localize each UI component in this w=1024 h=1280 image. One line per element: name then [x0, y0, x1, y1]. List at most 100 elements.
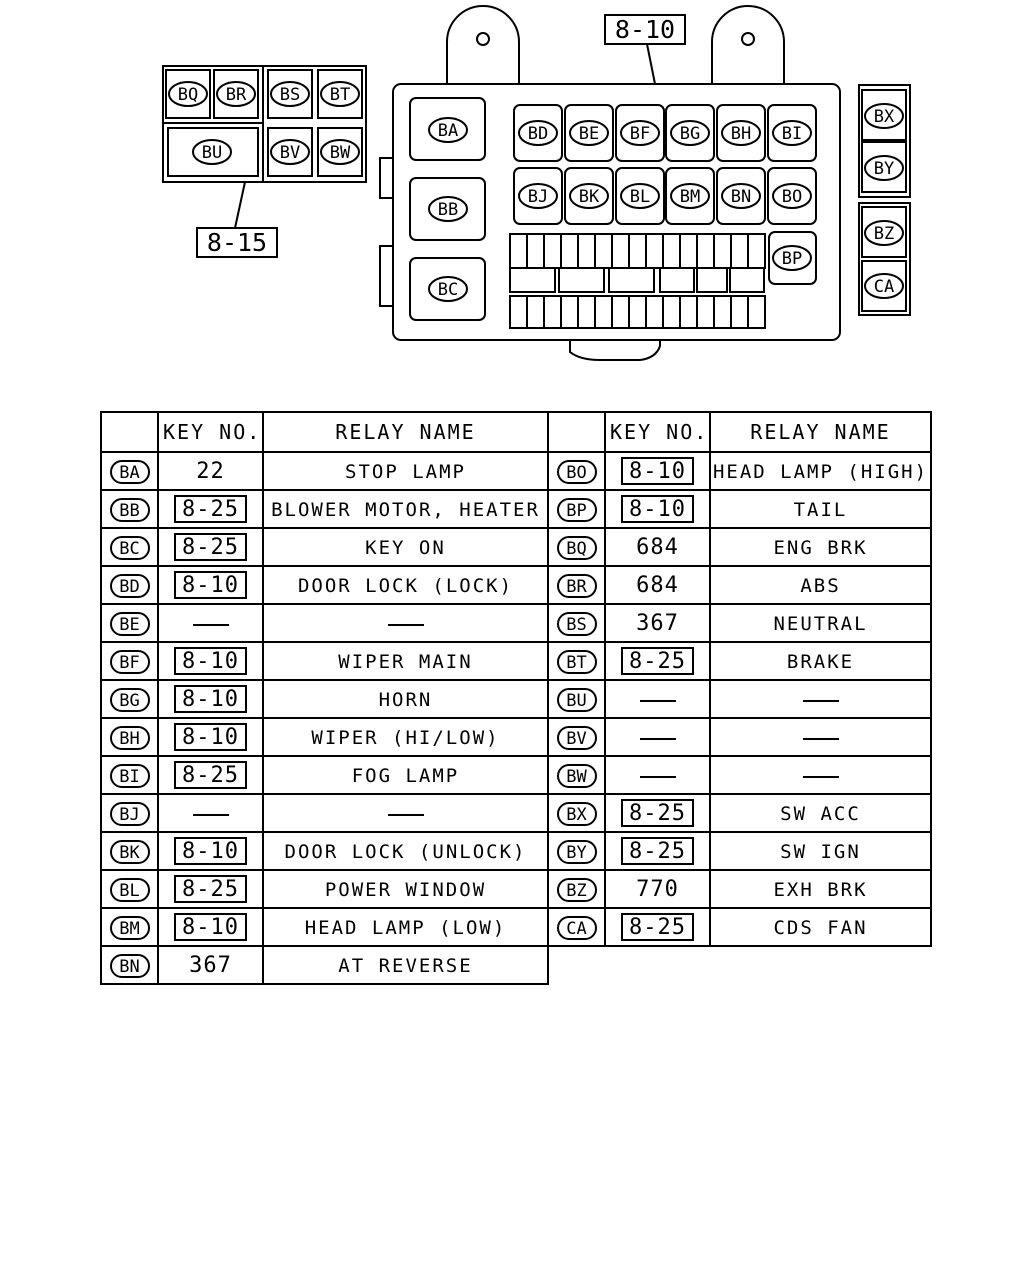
relay-id: BB	[109, 497, 150, 522]
key-no: 8-25	[621, 837, 694, 865]
diagram-relay-bt	[320, 81, 360, 107]
empty-dash: —	[639, 699, 676, 702]
diagram-relay-label-bh: BH	[731, 124, 751, 144]
empty-dash: —	[802, 775, 839, 778]
diagram-relay-bf	[620, 120, 660, 146]
diagram-relay-label-bc: BC	[438, 280, 458, 300]
relay-name: SW ACC	[780, 803, 861, 825]
diagram-relay-bw	[320, 139, 360, 165]
diagram-relay-label-ba: BA	[438, 121, 458, 141]
key-no: 684	[636, 572, 679, 598]
relay-id: BC	[109, 535, 150, 560]
diagram-relay-label-bl: BL	[630, 187, 650, 207]
diagram-relay-label-ca: CA	[874, 277, 894, 297]
relay-id: BT	[556, 649, 597, 674]
diagram-relay-bd	[518, 120, 558, 146]
diagram-relay-label-bb: BB	[438, 200, 458, 220]
key-no: 770	[636, 876, 679, 902]
relay-id: BE	[109, 611, 150, 636]
key-no: 8-10	[174, 913, 247, 941]
key-no: 8-25	[621, 647, 694, 675]
diagram-relay-label-be: BE	[579, 124, 599, 144]
diagram-relay-bm	[670, 183, 710, 209]
relay-name: CDS FAN	[773, 917, 868, 939]
relay-id: BQ	[556, 535, 597, 560]
relay-id: BP	[556, 497, 597, 522]
relay-name: FOG LAMP	[351, 765, 460, 787]
diagram-relay-label-bf: BF	[630, 124, 650, 144]
relay-name: POWER WINDOW	[324, 879, 487, 901]
diagram-relay-bp	[772, 245, 812, 271]
diagram-relay-br	[216, 81, 256, 107]
header-relay-name: RELAY NAME	[262, 411, 549, 453]
diagram-relay-ba	[428, 117, 468, 143]
relay-id: BZ	[556, 877, 597, 902]
empty-dash: —	[192, 813, 229, 816]
relay-name: TAIL	[793, 499, 848, 521]
relay-name: DOOR LOCK (UNLOCK)	[284, 841, 527, 863]
diagram-relay-by	[864, 155, 904, 181]
key-no: 8-25	[621, 913, 694, 941]
diagram-relay-label-bw: BW	[330, 143, 351, 163]
relay-name: SW IGN	[780, 841, 861, 863]
ref-label-8-15: 8-15	[207, 228, 267, 257]
diagram-relay-label-bx: BX	[874, 107, 895, 127]
relay-name: DOOR LOCK (LOCK)	[297, 575, 514, 597]
diagram-relay-label-bq: BQ	[178, 85, 198, 105]
diagram-relay-bg	[670, 120, 710, 146]
relay-id: BY	[556, 839, 597, 864]
relay-id: CA	[556, 915, 597, 940]
diagram-relay-label-bo: BO	[782, 187, 802, 207]
diagram-relay-label-bi: BI	[782, 124, 802, 144]
key-no: 8-10	[621, 457, 694, 485]
relay-name: HEAD LAMP (HIGH)	[712, 461, 929, 483]
diagram-relay-bn	[721, 183, 761, 209]
diagram-relay-label-bv: BV	[280, 143, 300, 163]
key-no: 8-10	[174, 685, 247, 713]
ref-box-8-10	[604, 14, 686, 45]
diagram-relay-label-bz: BZ	[874, 224, 894, 244]
key-no: 8-25	[174, 495, 247, 523]
empty-dash: —	[639, 737, 676, 740]
diagram-relay-bu	[192, 139, 232, 165]
header-key-no: KEY NO.	[157, 411, 264, 453]
relay-id: BM	[109, 915, 150, 940]
diagram-relay-bc	[428, 276, 468, 302]
diagram-relay-label-bs: BS	[280, 85, 300, 105]
key-no: 8-10	[174, 837, 247, 865]
relay-name: STOP LAMP	[345, 461, 466, 483]
relay-id: BO	[556, 459, 597, 484]
relay-id: BR	[556, 573, 597, 598]
relay-name: BLOWER MOTOR, HEATER	[271, 499, 540, 521]
empty-dash: —	[802, 737, 839, 740]
relay-name: BRAKE	[786, 651, 855, 673]
relay-id: BD	[109, 573, 150, 598]
diagram-relay-label-bm: BM	[680, 187, 700, 207]
diagram-relay-label-bn: BN	[731, 187, 751, 207]
diagram-relay-label-bj: BJ	[528, 187, 548, 207]
key-no: 8-25	[621, 799, 694, 827]
relay-name: AT REVERSE	[338, 955, 473, 977]
relay-id: BS	[556, 611, 597, 636]
key-no: 8-10	[174, 647, 247, 675]
relay-table: KEY NO. RELAY NAME KEY NO. RELAY NAME BA…	[100, 411, 932, 985]
relay-name: WIPER MAIN	[338, 651, 473, 673]
relay-name: KEY ON	[365, 537, 446, 559]
diagram-relay-label-bd: BD	[528, 124, 548, 144]
relay-name: ENG BRK	[773, 537, 868, 559]
diagram-relay-bz	[864, 220, 904, 246]
key-no: 8-10	[621, 495, 694, 523]
ref-label-8-10: 8-10	[615, 15, 675, 44]
ref-box-8-15	[196, 227, 278, 258]
relay-name: ABS	[800, 575, 841, 597]
relay-id: BA	[109, 459, 150, 484]
